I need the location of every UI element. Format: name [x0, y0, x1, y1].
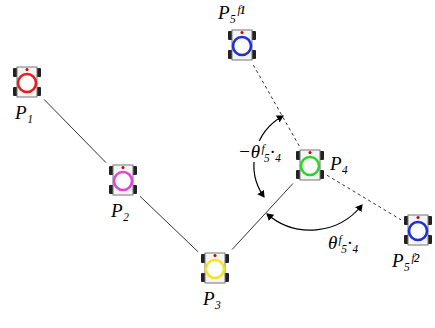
robot-node: P₂ — [108, 163, 138, 197]
position-label: P₃ — [201, 288, 223, 309]
robot-icon — [200, 251, 230, 285]
robot-icon — [227, 28, 257, 62]
position-label: P₄ — [328, 153, 350, 174]
link-line — [232, 183, 293, 249]
robot-icon — [12, 65, 42, 99]
robot-node: P₃ — [200, 251, 230, 285]
robot-node: P₅ᶠ² — [403, 213, 433, 247]
robot-icon — [108, 163, 138, 197]
angle-arc — [267, 205, 362, 230]
robot-node: P₁ — [12, 65, 42, 99]
robot-node: P₅ᶠ¹ — [227, 28, 257, 62]
position-label: P₂ — [109, 200, 131, 221]
link-line — [327, 175, 401, 220]
position-label: P₅ᶠ² — [390, 250, 421, 271]
link-line — [253, 64, 299, 146]
robot-icon — [403, 213, 433, 247]
link-line — [44, 99, 106, 162]
robot-node: P₄ — [295, 148, 325, 182]
angle-label: −θᶠ₅·₄ — [236, 141, 283, 162]
robot-icon — [295, 148, 325, 182]
link-line — [140, 196, 198, 251]
position-label: P₅ᶠ¹ — [216, 2, 247, 23]
angle-label: θᶠ₅·₄ — [326, 232, 361, 253]
position-label: P₁ — [13, 102, 35, 123]
